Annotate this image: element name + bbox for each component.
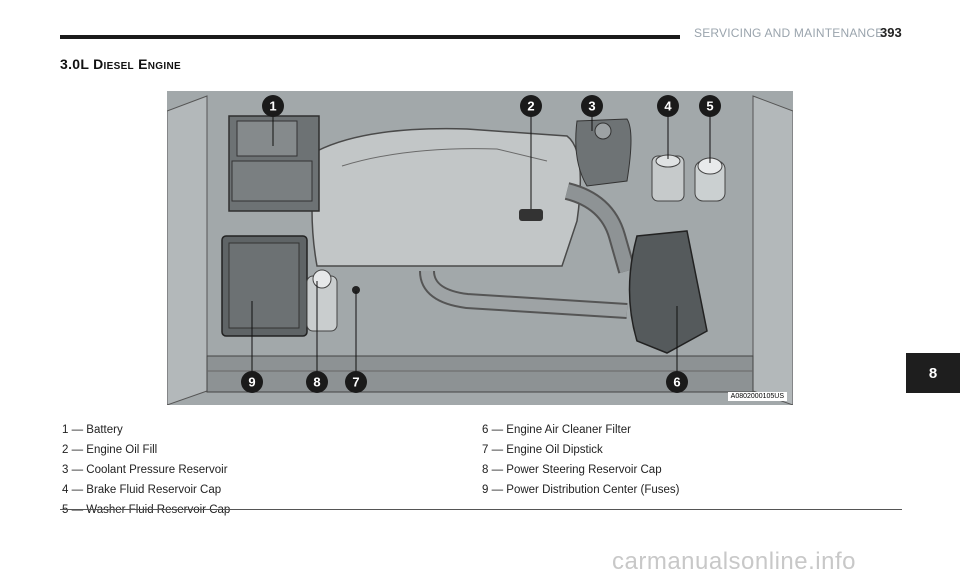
header-rule — [60, 35, 680, 39]
callout-9: 9 — [241, 371, 263, 393]
page-number: 393 — [880, 25, 902, 40]
legend-item: 9 — Power Distribution Center (Fuses) — [482, 484, 680, 496]
svg-text:1: 1 — [269, 99, 276, 114]
svg-text:4: 4 — [664, 99, 672, 114]
svg-text:2: 2 — [527, 99, 534, 114]
callout-8: 8 — [306, 371, 328, 393]
svg-text:8: 8 — [313, 375, 320, 390]
legend-item: 6 — Engine Air Cleaner Filter — [482, 424, 631, 436]
legend-bottom-rule — [60, 509, 902, 510]
callout-3: 3 — [581, 95, 603, 117]
legend-item: 5 — Washer Fluid Reservoir Cap — [62, 504, 231, 516]
engine-illustration — [167, 91, 793, 405]
svg-text:6: 6 — [673, 375, 680, 390]
svg-text:9: 9 — [248, 375, 255, 390]
svg-text:5: 5 — [706, 99, 713, 114]
callout-6: 6 — [666, 371, 688, 393]
callout-1: 1 — [262, 95, 284, 117]
section-title: 3.0L Diesel Engine — [60, 56, 181, 72]
legend-column-right: 6 — Engine Air Cleaner Filter 7 — Engine… — [482, 420, 679, 500]
legend-column-left: 1 — Battery 2 — Engine Oil Fill 3 — Cool… — [62, 420, 230, 520]
legend-item: 2 — Engine Oil Fill — [62, 444, 158, 456]
callout-4: 4 — [657, 95, 679, 117]
callout-7: 7 — [345, 371, 367, 393]
engine-compartment-figure: 1 2 3 4 5 6 7 8 9 A0802000105US — [167, 91, 793, 405]
svg-text:7: 7 — [352, 375, 359, 390]
figure-id: A0802000105US — [727, 392, 787, 401]
legend-item: 7 — Engine Oil Dipstick — [482, 444, 603, 456]
legend-item: 1 — Battery — [62, 424, 123, 436]
legend-item: 8 — Power Steering Reservoir Cap — [482, 464, 662, 476]
watermark: carmanualsonline.info — [612, 548, 856, 575]
svg-text:3: 3 — [588, 99, 595, 114]
callout-2: 2 — [520, 95, 542, 117]
callouts-layer: 1 2 3 4 5 6 7 8 9 — [241, 95, 721, 393]
chapter-tab: 8 — [906, 353, 960, 393]
callout-5: 5 — [699, 95, 721, 117]
legend-item: 3 — Coolant Pressure Reservoir — [62, 464, 228, 476]
running-header-section: SERVICING AND MAINTENANCE — [694, 26, 884, 40]
legend-item: 4 — Brake Fluid Reservoir Cap — [62, 484, 222, 496]
